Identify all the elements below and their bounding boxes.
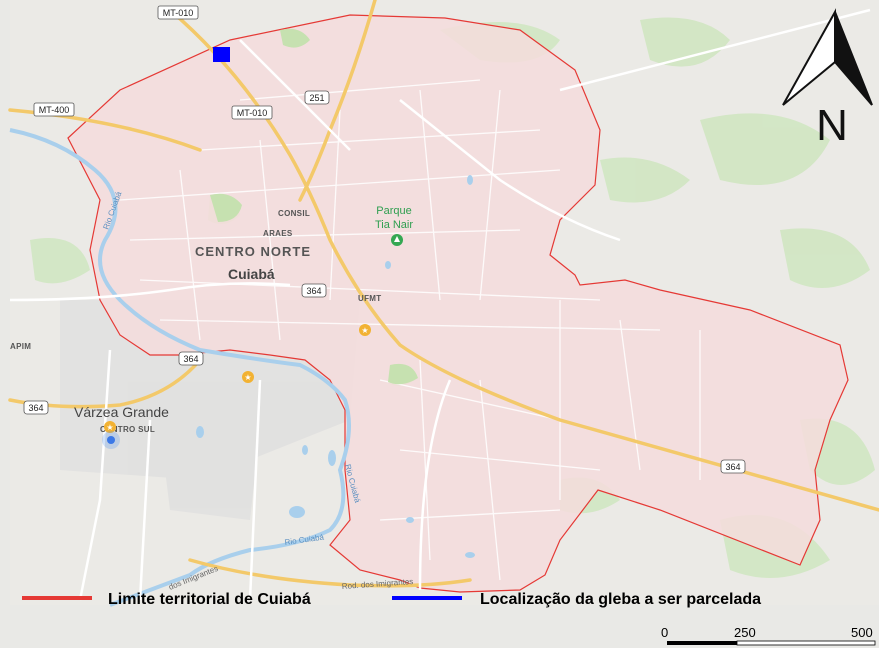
svg-text:364: 364 <box>306 286 321 296</box>
label-consil: CONSIL <box>278 209 310 218</box>
label-centro-norte: CENTRO NORTE <box>195 244 311 259</box>
label-parque-line1: Parque <box>376 205 411 217</box>
secondary-roads <box>9 8 871 601</box>
scale-tick-250: 250 <box>734 625 756 640</box>
water-bodies <box>196 175 475 558</box>
label-apim: APIM <box>10 342 31 351</box>
rio-cuiaba <box>9 128 351 607</box>
location-dot-icon[interactable] <box>102 431 120 449</box>
road-shield-364-sw: 364 <box>178 351 204 366</box>
label-centro-sul: CENTRO SUL <box>100 425 155 434</box>
star-marker-icon[interactable]: ★ <box>242 371 254 383</box>
north-label: N <box>816 101 848 150</box>
label-varzea-grande: Várzea Grande <box>74 404 169 420</box>
svg-text:364: 364 <box>28 403 43 413</box>
svg-text:364: 364 <box>183 354 198 364</box>
svg-text:MT-010: MT-010 <box>237 108 268 118</box>
svg-text:MT-400: MT-400 <box>39 105 70 115</box>
parks <box>210 28 418 385</box>
road-shield-364-west: 364 <box>23 400 49 415</box>
star-marker-icon[interactable]: ★ <box>104 421 116 433</box>
label-parque-line2: Tia Nair <box>375 219 413 231</box>
plot-location-marker[interactable] <box>213 47 230 62</box>
street-network <box>119 79 701 581</box>
label-araes: ARAES <box>263 229 293 238</box>
star-marker-icon[interactable]: ★ <box>359 324 371 336</box>
road-shield-251: 251 <box>304 90 330 105</box>
label-ufmt: UFMT <box>358 294 381 303</box>
road-shield-364-east: 364 <box>720 459 746 474</box>
svg-text:251: 251 <box>309 93 324 103</box>
svg-text:★: ★ <box>244 373 251 382</box>
road-shield-mt400: MT-400 <box>33 102 75 117</box>
road-shield-364-center: 364 <box>301 283 327 298</box>
legend-plot-label: Localização da gleba a ser parcelada <box>480 591 761 608</box>
scale-tick-0: 0 <box>661 625 668 640</box>
park-marker-icon[interactable] <box>391 234 403 246</box>
svg-text:★: ★ <box>106 423 113 432</box>
north-arrow-icon: N <box>782 8 873 150</box>
road-shield-mt010-top: MT-010 <box>157 5 199 20</box>
svg-text:MT-010: MT-010 <box>163 8 194 18</box>
svg-text:364: 364 <box>725 462 740 472</box>
legend: Limite territorial de Cuiabá Localização… <box>22 591 761 608</box>
legend-boundary-label: Limite territorial de Cuiabá <box>108 591 311 608</box>
road-shield-mt010-mid: MT-010 <box>231 105 273 120</box>
scale-bar: 0 250 500 <box>661 625 876 646</box>
scale-tick-500: 500 <box>851 625 873 640</box>
label-cuiaba: Cuiabá <box>228 266 275 282</box>
svg-text:★: ★ <box>361 326 368 335</box>
